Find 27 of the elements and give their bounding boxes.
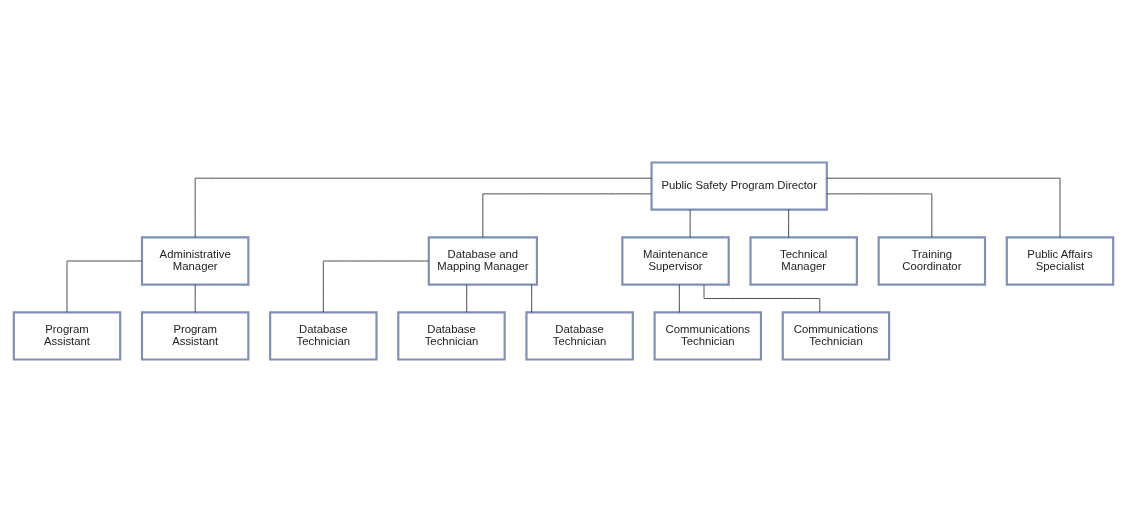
- connector: [678, 283, 680, 313]
- node-box: Maintenance Supervisor: [621, 235, 730, 286]
- connector: [194, 177, 652, 238]
- connector: [788, 208, 790, 238]
- node-box: Program Assistant: [140, 310, 250, 361]
- connector: [322, 260, 430, 313]
- connector: [531, 283, 533, 313]
- node-box: Technical Manager: [749, 235, 858, 286]
- connector: [689, 208, 691, 238]
- node-box: Database Technician: [397, 310, 506, 361]
- connector: [482, 192, 652, 238]
- node-box: Training Coordinator: [877, 235, 987, 286]
- connector: [66, 260, 143, 313]
- connector: [826, 177, 1061, 238]
- connector: [826, 192, 933, 238]
- node-box: Administrative Manager: [140, 235, 250, 286]
- node-box: Program Assistant: [12, 310, 122, 361]
- node-box: Public Affairs Specialist: [1005, 235, 1115, 286]
- connector: [194, 283, 196, 313]
- node-box: Database and Mapping Manager: [427, 235, 538, 286]
- node-box: Database Technician: [525, 310, 634, 361]
- connector: [703, 284, 821, 312]
- node-box: Database Technician: [269, 310, 378, 361]
- node-box: Communications Technician: [653, 310, 763, 361]
- node-box: Communications Technician: [781, 310, 891, 361]
- node-box: Public Safety Program Director: [650, 160, 828, 211]
- connector: [466, 283, 468, 313]
